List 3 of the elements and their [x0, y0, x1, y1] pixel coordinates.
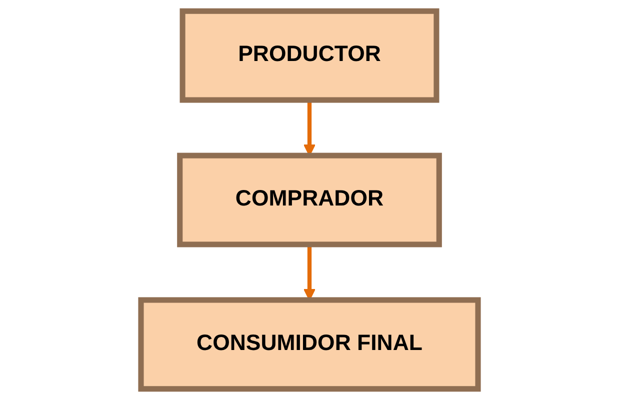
- node-box: PRODUCTOR: [180, 8, 440, 103]
- node-box: CONSUMIDOR FINAL: [138, 297, 481, 392]
- node-box: COMPRADOR: [177, 152, 442, 248]
